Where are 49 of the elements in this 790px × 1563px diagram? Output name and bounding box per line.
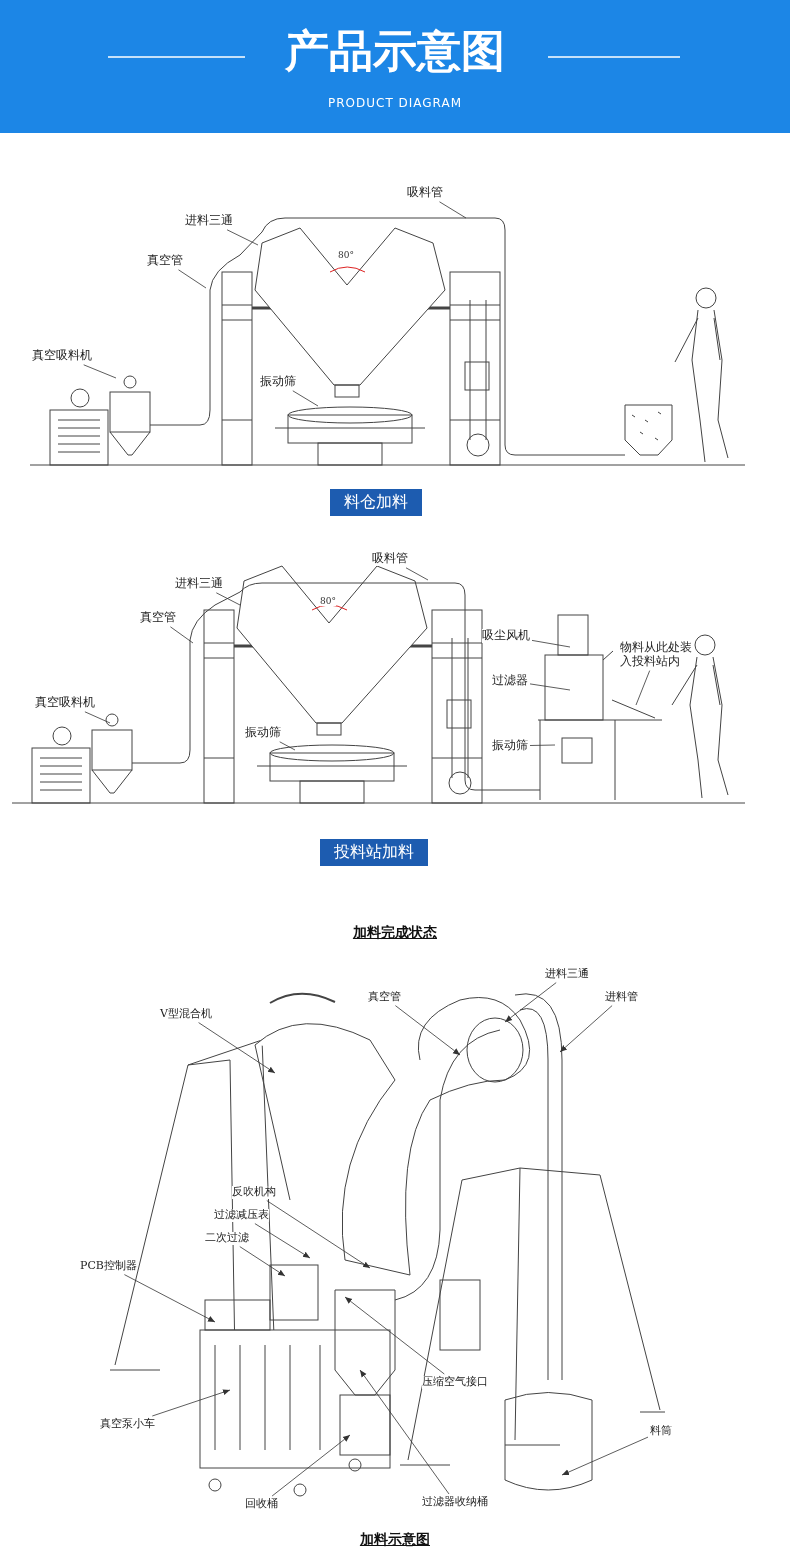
section-tag: 投料站加料	[320, 839, 428, 866]
leader-line	[292, 390, 319, 407]
page-title: 产品示意图	[284, 24, 506, 78]
leader-line	[529, 683, 571, 691]
callout-label: 真空管	[147, 254, 183, 268]
callout-label: 压缩空气接口	[422, 1376, 488, 1389]
callout-label: 真空管	[368, 991, 401, 1004]
callout-label: 振动筛	[245, 726, 281, 740]
leader-line	[83, 364, 117, 379]
callout-label: 真空泵小车	[100, 1418, 155, 1431]
angle-label: 80°	[338, 250, 354, 260]
angle-label: 80°	[320, 596, 336, 606]
leader-line	[531, 640, 571, 648]
callout-label: V型混合机	[160, 1008, 212, 1021]
callout-label: 进料三通	[545, 968, 589, 981]
callout-label: 振动筛	[260, 375, 296, 389]
leader-line	[170, 626, 194, 644]
callout-label: 真空吸料机	[35, 696, 95, 710]
callout-label: 吸尘风机	[482, 629, 530, 643]
leader-line	[215, 592, 241, 606]
subtitle: PRODUCT DIAGRAM	[326, 96, 464, 110]
callout-label: PCB控制器	[80, 1260, 137, 1273]
callout-label: 过滤器	[492, 674, 528, 688]
callout-label: 吸料管	[372, 552, 408, 566]
callout-label: 回收桶	[245, 1498, 278, 1511]
callout-label: 真空吸料机	[32, 349, 92, 363]
callout-label: 二次过滤	[205, 1232, 249, 1245]
leader-line	[178, 269, 207, 289]
leader-line	[439, 201, 467, 219]
callout-label: 吸料管	[407, 186, 443, 200]
leader-line	[405, 567, 429, 581]
callout-label: 过滤器收纳桶	[422, 1496, 488, 1509]
section-heading: 加料示意图	[359, 1531, 431, 1549]
callout-label: 进料三通	[185, 214, 233, 228]
callout-label: 反吹机构	[232, 1186, 276, 1199]
callout-label: 料筒	[650, 1425, 672, 1438]
section-heading: 加料完成状态	[352, 924, 438, 942]
leader-line	[529, 744, 556, 746]
callout-label: 物料从此处装入投料站内	[620, 641, 692, 669]
section-tag: 料仓加料	[330, 489, 422, 516]
leader-line	[279, 741, 296, 751]
callout-label: 进料管	[605, 991, 638, 1004]
callout-label: 进料三通	[175, 577, 223, 591]
leader-line	[84, 711, 111, 724]
leader-line	[635, 670, 651, 706]
callout-label: 振动筛	[492, 739, 528, 753]
callout-label: 真空管	[140, 611, 176, 625]
leader-line	[226, 229, 259, 246]
callout-label: 过滤减压表	[214, 1209, 269, 1222]
